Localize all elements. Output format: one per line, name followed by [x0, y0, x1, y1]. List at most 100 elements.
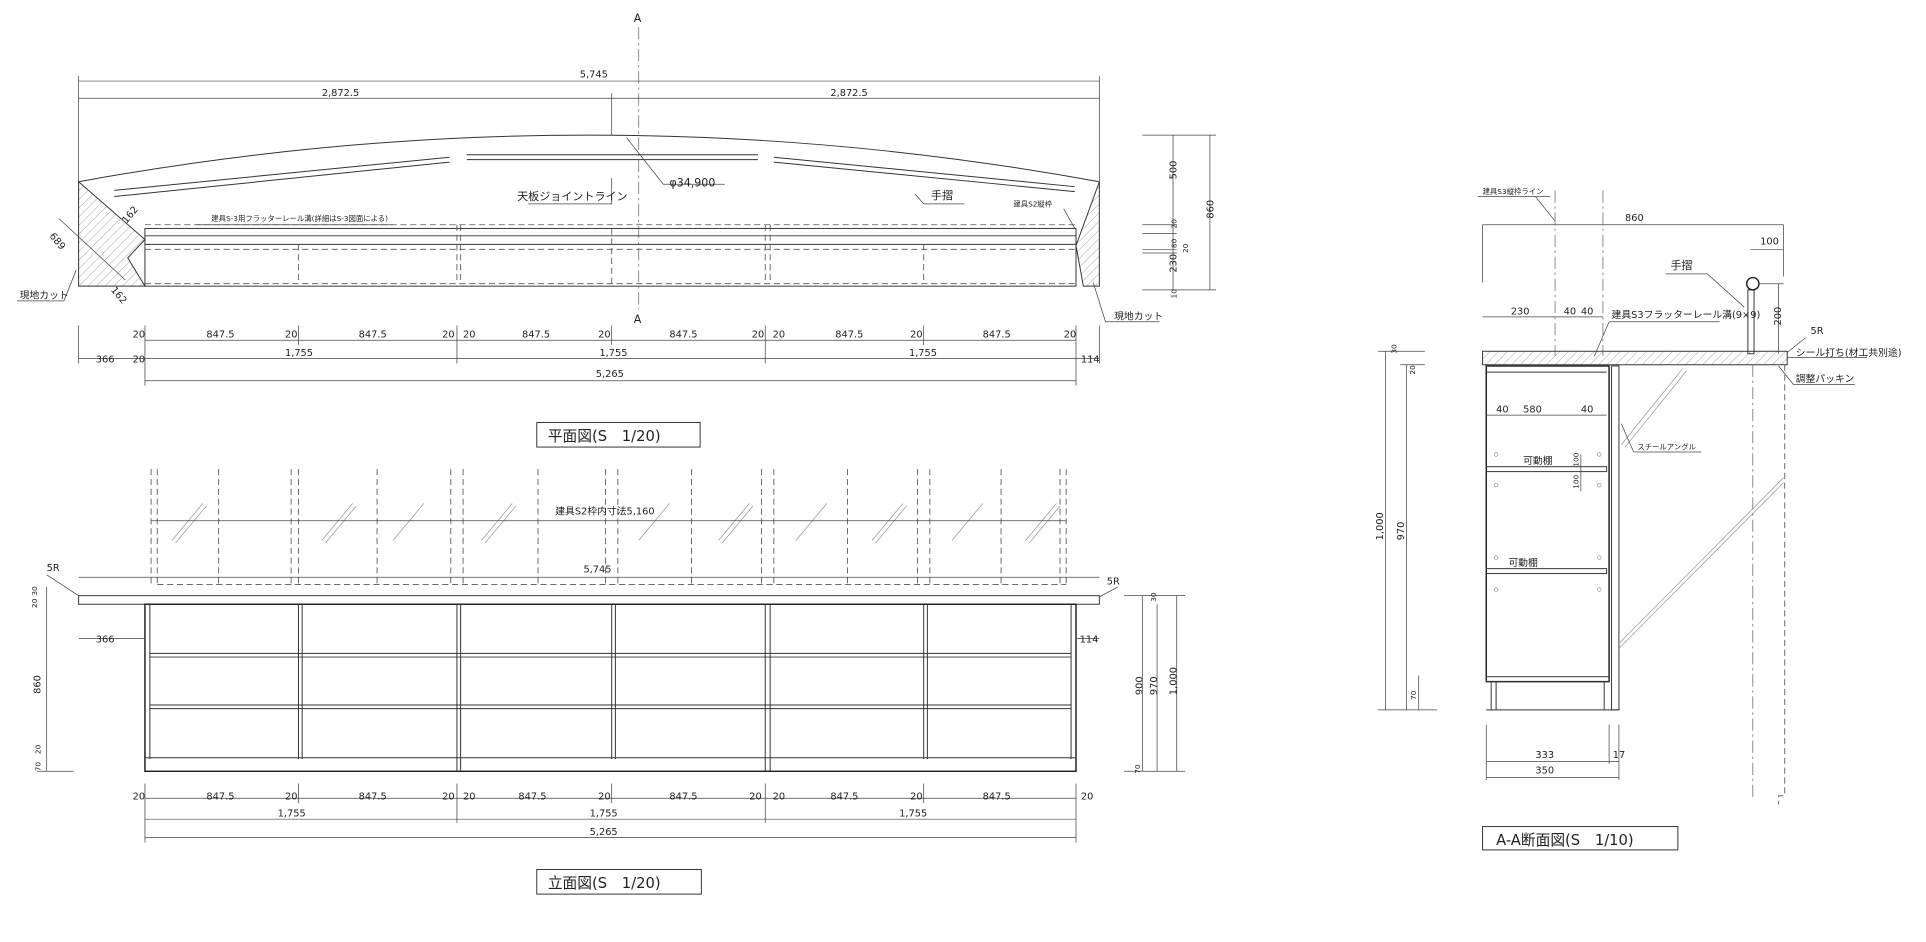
dim-847: 847.5 [983, 330, 1011, 341]
diag-dim-689: 689 [47, 231, 67, 252]
diameter-label: φ34,900 [669, 177, 715, 190]
dim-1755: 1,755 [899, 809, 927, 820]
dim-847: 847.5 [359, 330, 387, 341]
sec-dim-200: 200 [1773, 307, 1784, 326]
packing-label: 調整パッキン [1796, 372, 1855, 385]
dim-114: 114 [1081, 354, 1100, 365]
dim-366: 366 [96, 634, 115, 645]
countertop-section [1482, 350, 1788, 366]
sec-dim-100: 100 [1571, 452, 1580, 466]
site-cut-left [78, 180, 146, 287]
dim-20: 20 [749, 792, 762, 803]
sec-dim-970: 970 [1396, 522, 1407, 541]
frame-label: 建具S2縦枠 [1013, 199, 1052, 208]
dim-500: 500 [1169, 161, 1180, 180]
dim-20: 20 [1181, 243, 1190, 253]
dim-1755: 1,755 [278, 809, 306, 820]
handrail [114, 154, 1075, 197]
dim-847: 847.5 [206, 330, 234, 341]
dim-30: 30 [1149, 592, 1158, 602]
steel-angle-label: スチールアングル [1637, 443, 1696, 452]
sec-dim-1000: 1,000 [1375, 512, 1386, 540]
dim-847: 847.5 [830, 792, 858, 803]
sec-dims-left: 30 20 1,000 970 70 [1375, 344, 1438, 711]
sec-dim-100: 100 [1571, 474, 1580, 488]
site-cut-label-left: 現地カット [20, 288, 69, 301]
dim-20: 20 [910, 792, 923, 803]
section-mark-top: A [634, 12, 642, 25]
dim-20: 20 [598, 330, 611, 341]
elev-dims-bottom: 20 847.5 20 847.5 20 20 847.5 20 847.5 2… [133, 783, 1094, 843]
dim-20: 20 [773, 792, 786, 803]
cabinet-body [144, 603, 1077, 773]
dim-20: 20 [1081, 792, 1094, 803]
steel-angle [1618, 368, 1784, 649]
plan-title: 平面図(S 1/20) [548, 428, 661, 445]
dim-847: 847.5 [359, 792, 387, 803]
dim-847: 847.5 [669, 330, 697, 341]
handrail-post [1747, 289, 1755, 355]
movable-shelf [1485, 466, 1608, 473]
countertop-plan [144, 227, 1077, 287]
elev-overall-dim: 5,745 [583, 564, 611, 575]
dim-20: 20 [30, 598, 39, 608]
dim-1755: 1,755 [590, 809, 618, 820]
dim-overall: 5,745 [580, 69, 608, 80]
counter-arc-edge [78, 134, 1100, 183]
sec-dim-17: 17 [1613, 750, 1626, 761]
section-mark-bottom: A [634, 313, 642, 326]
dim-230: 230 [1169, 254, 1180, 273]
elevation-title: 立面図(S 1/20) [548, 875, 661, 892]
sec-dim-20: 20 [1408, 365, 1417, 375]
dim-1755: 1,755 [909, 348, 937, 359]
plan-dims-right: 500 20 80 20 230 10 860 [1142, 134, 1217, 298]
handrail-label: 手摺 [931, 188, 953, 202]
elevation-title-box [536, 869, 702, 895]
elevation-view: 建具S2枠内寸法5,160 5,745 5R 5R 20 30 860 20 [30, 469, 1186, 895]
dim-847: 847.5 [835, 330, 863, 341]
dim-847: 847.5 [518, 792, 546, 803]
dim-860: 860 [1206, 200, 1217, 219]
dim-1755: 1,755 [599, 348, 627, 359]
plan-dims-bottom: 20 847.5 20 847.5 20 20 847.5 20 847.5 2… [78, 325, 1100, 386]
seal-label: シール打ち(材工共別途) [1796, 346, 1902, 359]
dim-1000: 1,000 [1169, 667, 1180, 695]
sec-dim-40: 40 [1496, 405, 1509, 416]
dim-20: 20 [773, 330, 786, 341]
frame-line-label: 建具S3縦枠ライン [1483, 187, 1544, 196]
rail-groove-label: 建具S-3用フラッターレール溝(詳細はS-3図面による) [211, 214, 388, 223]
dim-847: 847.5 [669, 792, 697, 803]
radius-left: 5R [47, 563, 60, 574]
dim-half-right: 2,872.5 [830, 88, 867, 99]
dim-20: 20 [1064, 330, 1077, 341]
sec-rail-groove-label: 建具S3フラッターレール溝(9×9) [1612, 308, 1761, 321]
dim-20: 20 [442, 792, 455, 803]
dim-20: 20 [463, 330, 476, 341]
sec-handrail-label: 手摺 [1671, 258, 1693, 272]
handrail-bar [1745, 276, 1760, 291]
dim-20: 20 [133, 330, 146, 341]
joint-line-label: 天板ジョイントライン [517, 189, 627, 203]
sec-dim-70: 70 [1409, 690, 1418, 700]
sec-dim-580: 580 [1523, 405, 1542, 416]
section-title: A-A断面図(S 1/10) [1496, 832, 1634, 849]
shelf-label-lower: 可動棚 [1508, 556, 1538, 569]
sec-dim-860: 860 [1625, 213, 1644, 224]
dim-1755: 1,755 [285, 348, 313, 359]
dim-114: 114 [1080, 634, 1099, 645]
radius-right: 5R [1107, 577, 1120, 588]
site-cut-label-right: 現地カット [1114, 309, 1163, 322]
shelf-label-upper: 可動棚 [1523, 454, 1553, 467]
section-title-box [1482, 826, 1679, 851]
sec-dim-40: 40 [1581, 306, 1594, 317]
dim-20: 20 [910, 330, 923, 341]
section-view: 建具S3縦枠ライン 860 100 手摺 200 230 40 40 建具S3フ… [1375, 187, 1902, 851]
countertop-elevation [78, 595, 1100, 605]
dim-20: 20 [133, 354, 146, 365]
dim-20: 20 [463, 792, 476, 803]
sec-dim-40: 40 [1564, 306, 1577, 317]
dim-30: 30 [30, 586, 39, 596]
dim-20: 20 [285, 792, 298, 803]
dim-5265: 5,265 [590, 827, 618, 838]
